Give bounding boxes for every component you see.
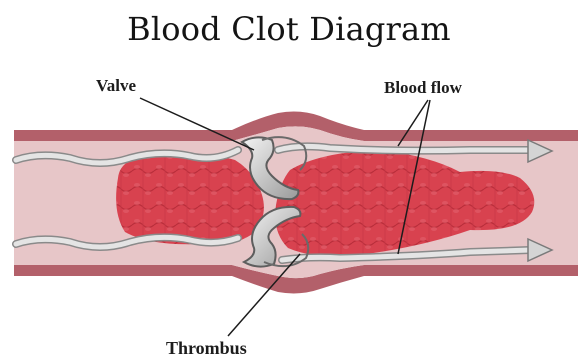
blood-flow-label: Blood flow — [384, 78, 462, 98]
valve-label: Valve — [96, 76, 136, 96]
clot-left-lobe — [116, 154, 264, 245]
diagram-title: Blood Clot Diagram — [0, 10, 578, 48]
thrombus-label: Thrombus — [166, 338, 247, 359]
